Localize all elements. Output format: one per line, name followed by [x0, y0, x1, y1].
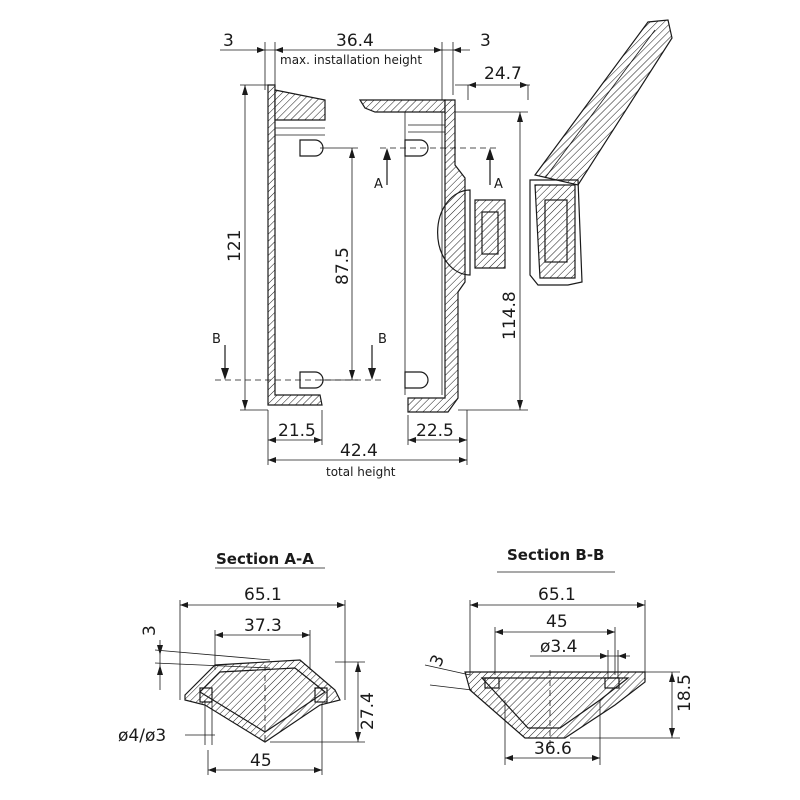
dim-side-height: 114.8: [500, 291, 520, 340]
section-bb-dim-outer: 65.1: [538, 585, 576, 605]
dim-width: 36.4: [336, 31, 374, 51]
front-view: [215, 42, 470, 465]
section-bb-title: Section B-B: [507, 546, 604, 564]
dim-height-121: 121: [225, 230, 245, 262]
section-b-left-label: B: [212, 332, 221, 347]
section-aa-dim-height: 27.4: [358, 692, 378, 730]
dim-wall-right: 3: [480, 31, 491, 51]
note-max-height: max. installation height: [280, 53, 422, 67]
dim-hole-pitch: 87.5: [333, 247, 353, 285]
section-aa-dim-wall: 3: [140, 625, 160, 636]
section-aa-dim-holes: ø4/ø3: [118, 726, 166, 746]
section-a-left-label: A: [374, 177, 383, 192]
section-bb-dim-hole: ø3.4: [540, 637, 577, 657]
section-bb-dim-height: 18.5: [675, 674, 695, 712]
section-aa-dim-inner: 37.3: [244, 616, 282, 636]
section-b-right-label: B: [378, 332, 387, 347]
note-total-height: total height: [326, 465, 396, 479]
section-a-right-label: A: [494, 177, 503, 192]
dim-wall-left: 3: [223, 31, 234, 51]
dim-total: 42.4: [340, 441, 378, 461]
dim-side-bottom: 22.5: [416, 421, 454, 441]
section-bb-dim-wall: 3: [426, 652, 449, 670]
section-bb: [424, 571, 680, 765]
dim-side-top: 24.7: [484, 64, 522, 84]
section-bb-dim-base: 36.6: [534, 739, 572, 759]
section-bb-dim-inner: 45: [546, 612, 568, 632]
isometric-view: [529, 19, 673, 286]
section-aa-dim-outer: 65.1: [244, 585, 282, 605]
dim-bottom-left: 21.5: [278, 421, 316, 441]
section-aa: [154, 567, 365, 775]
section-aa-dim-base: 45: [250, 751, 272, 771]
side-view: [358, 82, 530, 445]
section-aa-title: Section A-A: [216, 550, 314, 568]
